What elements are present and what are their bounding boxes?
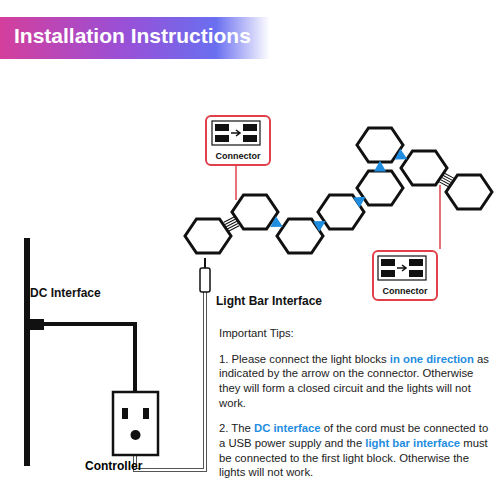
light-block (357, 171, 403, 205)
connector-joint (395, 149, 410, 165)
connector-joint (270, 216, 285, 232)
light-block (185, 219, 231, 253)
connector-joint (374, 161, 386, 172)
tip-paragraph: 1. Please connect the light blocks in on… (219, 352, 491, 411)
controller-label: Controller (85, 459, 142, 473)
light-blocks (185, 128, 492, 253)
joint-stripe (224, 217, 235, 222)
tips-heading: Important Tips: (219, 326, 491, 341)
dc-cord (44, 324, 135, 392)
controller-outlet: Controller (113, 392, 158, 455)
joint-stripe (442, 175, 453, 181)
connector-joint (224, 217, 239, 231)
plug-neck (204, 258, 206, 268)
connector-callout: Connector (372, 250, 438, 301)
outlet-hole (131, 430, 141, 440)
joint-stripe (441, 177, 452, 183)
direction-arrow (313, 216, 329, 232)
connector-joint (439, 173, 454, 187)
tips-block: Important Tips: 1. Please connect the lig… (219, 326, 491, 491)
highlighted-text: DC interface (254, 422, 321, 434)
connector-icon (212, 121, 260, 145)
callout-label: Connector (374, 286, 436, 296)
joint-stripe (225, 219, 236, 224)
connector-joint (313, 216, 329, 232)
light-block (357, 128, 403, 162)
leader-line (439, 185, 441, 249)
leader-line (235, 166, 237, 200)
highlighted-text: light bar interface (365, 437, 460, 449)
light-bar-plug (200, 268, 210, 292)
light-bar-interface-label: Light Bar Interface (216, 294, 322, 308)
joint-stripe (227, 223, 238, 228)
direction-arrow (374, 161, 386, 172)
direction-arrow (270, 216, 285, 232)
tip-paragraph: 2. The DC interface of the cord must be … (219, 421, 491, 480)
joint-stripe (226, 221, 237, 226)
dc-interface-label: DC Interface (30, 286, 101, 300)
connector-joint (353, 192, 369, 208)
controller-box (113, 392, 158, 455)
joint-stripe (440, 179, 451, 185)
joint-stripe (444, 173, 455, 179)
outlet-slot (122, 408, 128, 419)
outlet-slot (143, 408, 149, 419)
connector-callout: Connector (205, 115, 271, 166)
direction-arrow (353, 192, 369, 208)
connector-icon (378, 256, 426, 280)
tip-text: 2. The (219, 422, 251, 434)
joint-stripe (228, 226, 239, 231)
tip-text: 1. Please connect the light blocks (219, 353, 387, 365)
direction-arrow (395, 149, 410, 165)
title-text: Installation Instructions (14, 24, 251, 48)
dc-plug (30, 319, 44, 330)
light-block (232, 195, 278, 229)
callout-label: Connector (207, 151, 269, 161)
power-bar (24, 238, 30, 466)
highlighted-text: in one direction (390, 353, 474, 365)
joint-stripe (439, 182, 450, 188)
